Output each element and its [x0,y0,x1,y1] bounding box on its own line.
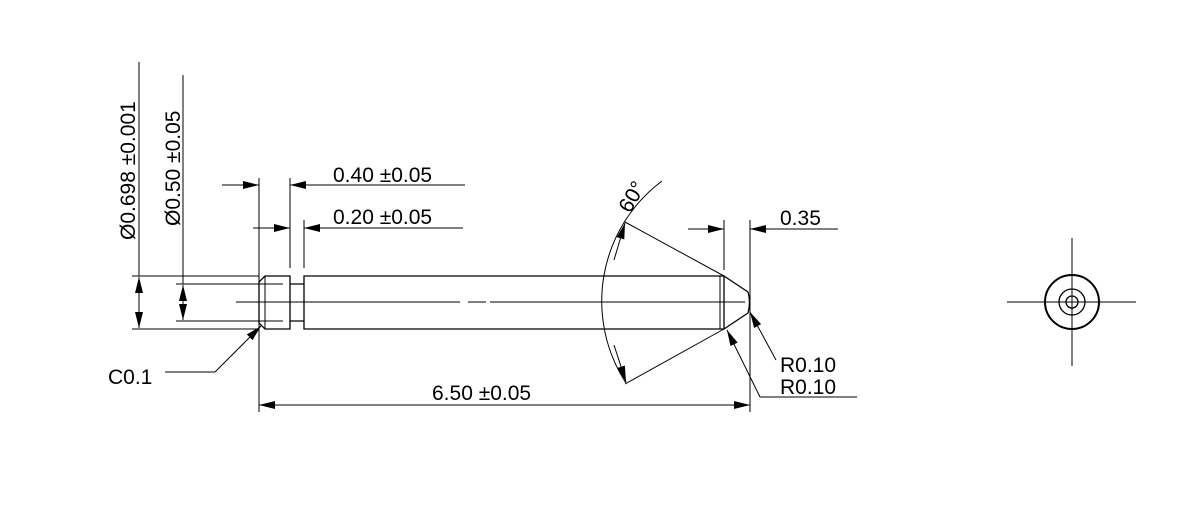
groove-width-label: 0.20 ±0.05 [333,206,432,229]
leader-edge-radius: R0.10 [726,329,857,399]
dimension-inner-diameter: Ø0.50 ±0.05 [162,111,187,320]
dimension-outer-diameter: Ø0.698 ±0.001 [117,101,143,328]
dimension-cone-angle: 60° [601,177,663,384]
end-view-inner-circle [1065,295,1079,309]
leader-chamfer: C0.1 [108,325,262,389]
extension-lines [132,62,751,412]
overall-length-label: 6.50 ±0.05 [432,382,531,405]
dimension-overall-length: 6.50 ±0.05 [259,382,750,409]
dimension-groove-width: 0.20 ±0.05 [253,206,463,232]
head-length-label: 0.40 ±0.05 [333,164,432,187]
inner-diameter-label: Ø0.50 ±0.05 [162,111,185,226]
pin-groove [290,283,304,322]
end-view-outer-circle [1044,274,1100,330]
tip-radius-label: R0.10 [780,354,836,377]
end-view-middle-circle [1058,288,1086,316]
chamfer-label: C0.1 [108,366,152,389]
outer-diameter-label: Ø0.698 ±0.001 [117,101,140,240]
tip-length-label: 0.35 [780,207,821,230]
dimension-tip-length: 0.35 [688,207,838,233]
pin-side-view [176,275,751,330]
pin-end-view [1007,238,1136,366]
dimension-head-length: 0.40 ±0.05 [222,164,465,189]
leader-tip-radius: R0.10 [749,311,836,377]
edge-radius-label: R0.10 [780,376,836,399]
cone-angle-label: 60° [614,177,650,216]
